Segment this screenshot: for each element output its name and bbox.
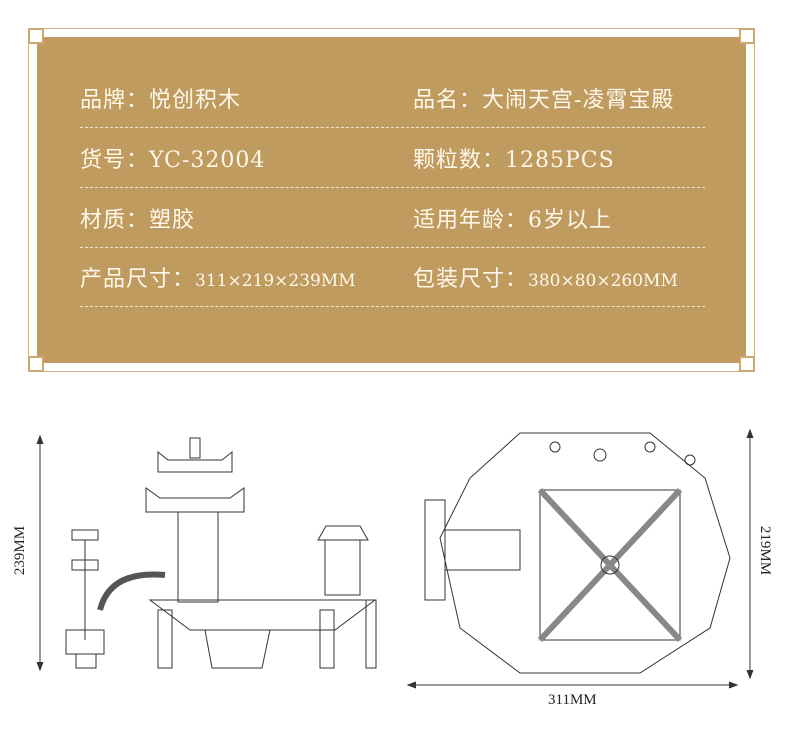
spec-row: 货号：YC-32004 颗粒数：1285PCS: [80, 128, 705, 188]
spec-package-size: 包装尺寸：380×80×260MM: [413, 261, 678, 293]
spec-row: 品牌：悦创积木 品名：大闹天宫-凌霄宝殿: [80, 68, 705, 128]
spec-value: 大闹天宫-凌霄宝殿: [482, 88, 675, 113]
spec-item-number: 货号：YC-32004: [80, 142, 265, 174]
dashed-divider: [80, 187, 705, 188]
height-dimension-label: 239MM: [12, 525, 29, 576]
top-view-drawing: [424, 432, 731, 674]
frame-corner-ornament: [739, 28, 755, 44]
spec-age: 适用年龄：6岁以上: [413, 202, 612, 234]
spec-label: 产品尺寸：: [80, 267, 196, 292]
height-arrow: [36, 434, 44, 672]
spec-value: 6岁以上: [528, 208, 613, 233]
frame-corner-ornament: [28, 28, 44, 44]
dashed-divider: [80, 127, 705, 128]
spec-piece-count: 颗粒数：1285PCS: [413, 142, 615, 174]
spec-label: 适用年龄：: [413, 208, 529, 233]
depth-arrow: [746, 428, 754, 680]
spec-product-name: 品名：大闹天宫-凌霄宝殿: [413, 82, 674, 114]
spec-value: YC-32004: [149, 148, 266, 173]
spec-material: 材质：塑胶: [80, 202, 195, 234]
spec-brand: 品牌：悦创积木: [80, 82, 241, 114]
spec-product-size: 产品尺寸：311×219×239MM: [80, 261, 356, 293]
spec-row: 产品尺寸：311×219×239MM 包装尺寸：380×80×260MM: [80, 247, 705, 307]
spec-value: 塑胶: [149, 208, 196, 233]
dashed-divider: [80, 247, 705, 248]
spec-panel: [37, 37, 746, 363]
side-view-drawing: [65, 437, 377, 669]
width-dimension-label: 311MM: [548, 692, 597, 708]
spec-label: 颗粒数：: [413, 148, 506, 173]
spec-label: 材质：: [80, 208, 150, 233]
spec-label: 包装尺寸：: [413, 267, 529, 292]
spec-label: 品名：: [413, 88, 483, 113]
panel-frame: [28, 28, 755, 372]
depth-dimension-label: 219MM: [757, 525, 774, 576]
spec-label: 货号：: [80, 148, 150, 173]
spec-value: 311×219×239MM: [195, 271, 356, 291]
width-arrow: [406, 681, 739, 689]
spec-value: 悦创积木: [149, 88, 242, 113]
frame-corner-ornament: [739, 356, 755, 372]
spec-value: 380×80×260MM: [528, 271, 678, 291]
spec-value: 1285PCS: [505, 148, 615, 173]
frame-corner-ornament: [28, 356, 44, 372]
dashed-divider: [80, 306, 705, 307]
spec-label: 品牌：: [80, 88, 150, 113]
spec-row: 材质：塑胶 适用年龄：6岁以上: [80, 188, 705, 248]
